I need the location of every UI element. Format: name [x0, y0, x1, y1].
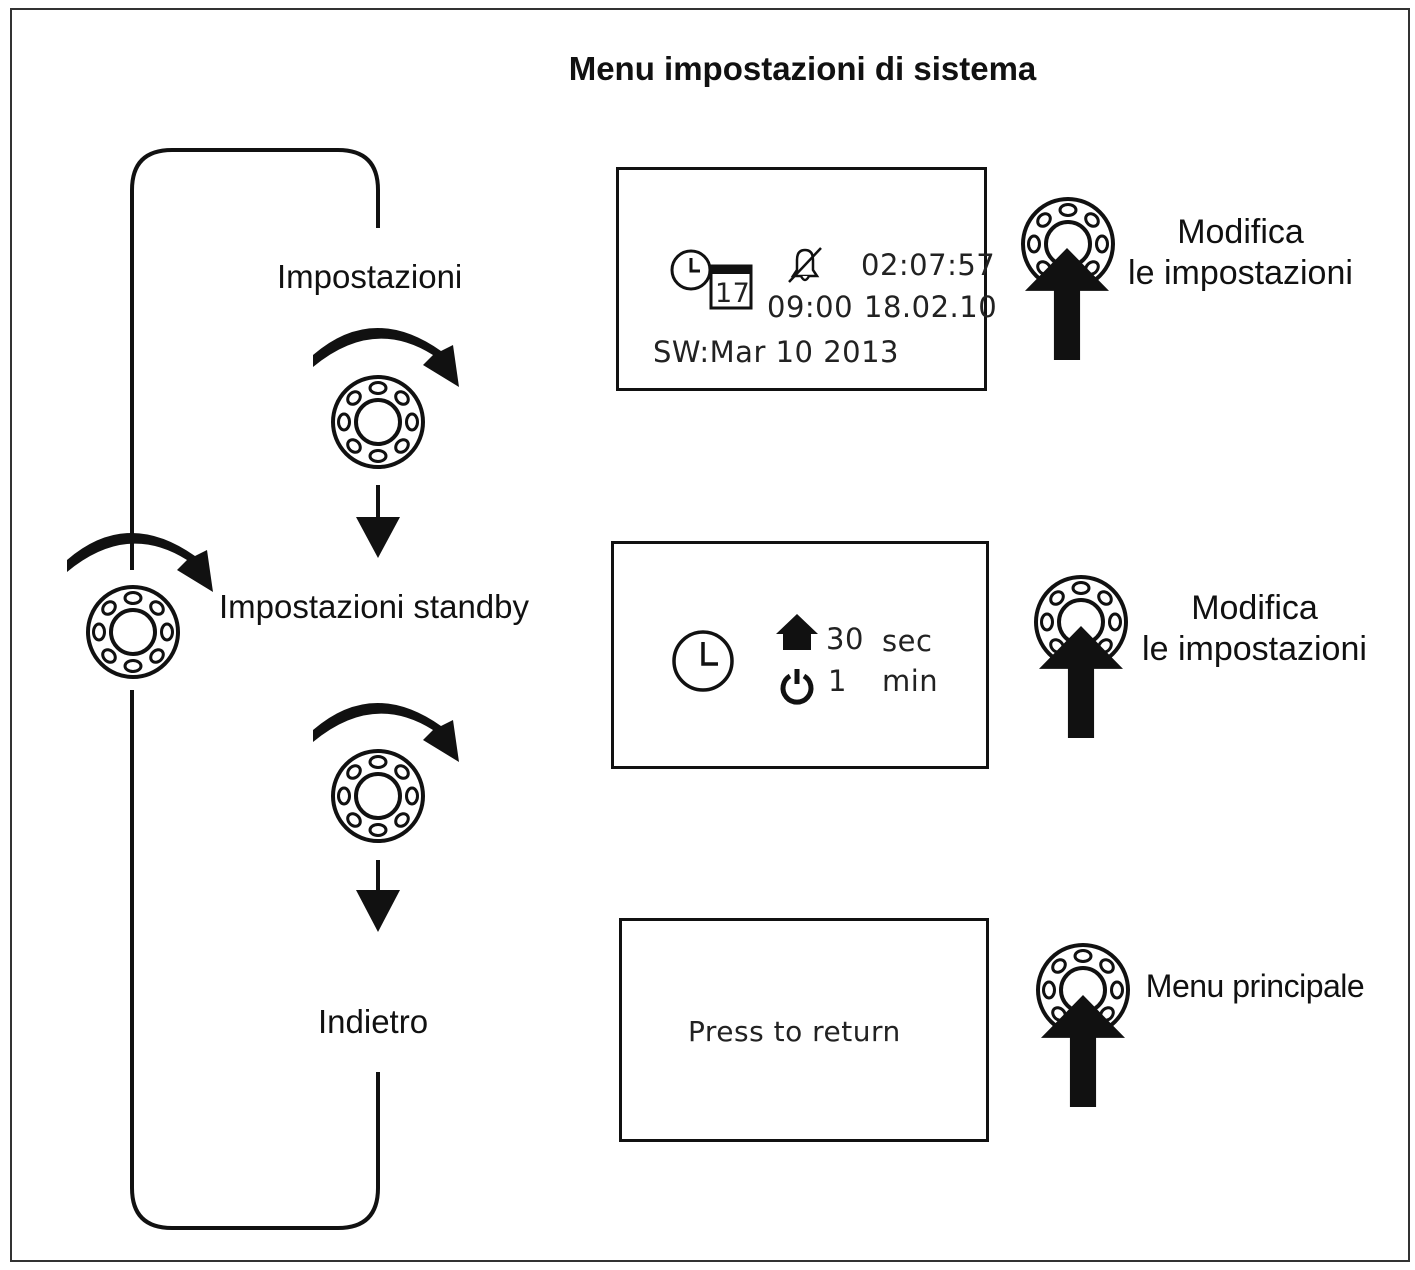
lcd-back-screen: Press to return	[619, 918, 989, 1142]
action-modify-line1: Modifica	[1191, 589, 1318, 627]
home-icon	[776, 614, 818, 650]
flow-loop-line-lower	[130, 690, 380, 1230]
action-modify-line1: Modifica	[1177, 213, 1304, 251]
power-icon	[780, 669, 814, 705]
curved-arrow-icon	[67, 532, 213, 592]
action-modify-line2: le impostazioni	[1128, 254, 1353, 292]
action-modify-line2: le impostazioni	[1142, 630, 1367, 668]
page-title: Menu impostazioni di sistema	[568, 50, 1037, 87]
flow-item-standby: Impostazioni standby	[219, 588, 530, 625]
flow-loop-line	[130, 148, 380, 570]
action-modify-1: Modifica le impostazioni	[1118, 212, 1363, 294]
lcd-settings-screen: 17 02:07:57 09:00 18.02.10 SW:Mar 10 201…	[616, 167, 997, 391]
power-value: 1	[828, 664, 847, 698]
clock-time: 02:07:57	[861, 248, 996, 282]
rotary-knob-icon	[86, 585, 180, 679]
action-modify-2: Modifica le impostazioni	[1132, 588, 1377, 670]
flow-item-back: Indietro	[318, 1003, 429, 1040]
clock-icon	[672, 630, 734, 692]
clock-calendar-icon	[670, 249, 753, 310]
action-main-menu: Menu principale	[1145, 968, 1365, 1004]
bell-off-icon	[788, 247, 822, 283]
rotary-knob-icon	[331, 375, 425, 469]
down-arrow-icon	[356, 485, 400, 558]
return-message: Press to return	[688, 1015, 901, 1048]
home-value: 30	[826, 622, 864, 656]
power-unit: min	[882, 664, 939, 698]
down-arrow-icon	[356, 860, 400, 932]
home-unit: sec	[882, 624, 933, 658]
lcd-standby-screen: 30 sec 1 min	[611, 541, 989, 769]
rotary-knob-icon	[331, 749, 425, 843]
alarm-time: 09:00	[767, 290, 854, 324]
calendar-day: 17	[715, 278, 751, 309]
software-version: SW:Mar 10 2013	[653, 335, 900, 369]
date: 18.02.10	[864, 290, 998, 324]
diagram-frame	[10, 8, 1410, 1262]
flow-item-settings: Impostazioni	[277, 258, 463, 295]
